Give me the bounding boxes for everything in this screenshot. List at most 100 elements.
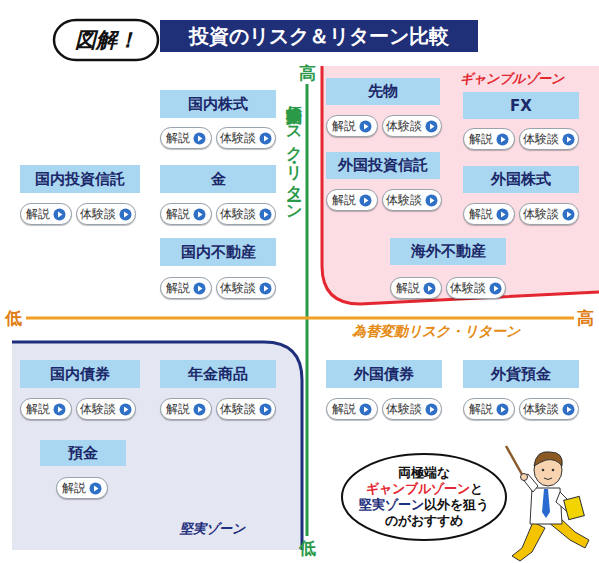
zone-fill (322, 66, 599, 304)
link-button: 解説 (463, 203, 515, 225)
button-text: 解説 (469, 206, 493, 223)
link-button: 体験談 (216, 277, 276, 299)
asset-name: 国内投資信託 (35, 170, 125, 189)
button-text: 解説 (469, 401, 493, 418)
arrow-head (494, 285, 499, 291)
zone-label: 堅実ゾーン (180, 520, 245, 538)
asset-name: 国内不動産 (181, 243, 256, 262)
shirt (530, 488, 562, 524)
arrow-icon (193, 403, 206, 416)
arrow-circle (90, 482, 102, 494)
link-button: 解説 (463, 398, 515, 420)
arrow-head (264, 406, 269, 412)
arrow-icon (259, 132, 272, 145)
arrow-circle (260, 132, 272, 144)
arrow-head (501, 136, 506, 142)
arrow-circle (563, 208, 575, 220)
asset-box: 金 (160, 165, 276, 193)
asset-name: 外貨預金 (491, 365, 551, 384)
link-button: 解説 (463, 128, 515, 150)
arrow-icon (496, 403, 509, 416)
arrow-icon (359, 403, 372, 416)
arrow-circle (426, 194, 438, 206)
asset-name: 外国株式 (491, 170, 551, 189)
pointer-stick (506, 446, 524, 478)
horizontal-axis (26, 317, 574, 320)
link-button: 体験談 (382, 398, 442, 420)
asset-box: 先物 (326, 78, 440, 105)
arrow-head (264, 285, 269, 291)
axis-label: 為替変動リスク・リターン (352, 323, 520, 341)
asset-name: 預金 (68, 444, 98, 463)
zone-border (12, 342, 302, 550)
arrow-head (124, 211, 129, 217)
button-text: 解説 (332, 401, 356, 418)
link-button: 解説 (160, 203, 212, 225)
arrow-head (430, 123, 435, 129)
arrow-head (501, 211, 506, 217)
zone-border (322, 66, 599, 304)
arrow-head (567, 211, 572, 217)
eye (542, 469, 545, 472)
arrow-circle (260, 282, 272, 294)
link-button: 解説 (160, 398, 212, 420)
axis-label: 低 (299, 537, 316, 560)
link-button: 体験談 (382, 189, 442, 211)
link-button: 解説 (326, 189, 378, 211)
vertical-axis (306, 84, 309, 536)
arrow-icon (89, 482, 102, 495)
arrow-head (567, 406, 572, 412)
button-text: 解説 (332, 192, 356, 209)
arrow-icon (496, 208, 509, 221)
arrow-circle (497, 208, 509, 220)
arrow-icon (425, 194, 438, 207)
arrow-circle (360, 120, 372, 132)
axis-label: 高 (299, 62, 316, 85)
axis-label: 低 (5, 307, 22, 330)
asset-name: 国内債券 (50, 365, 110, 384)
axis-label: 価格変動リスク・リターン (283, 92, 304, 212)
asset-name: 海外不動産 (411, 242, 486, 261)
arrow-circle (497, 133, 509, 145)
bubble-holder: 両極端な ギャンブルゾーンと 堅実ゾーン以外を狙う のがおすすめ (340, 452, 508, 542)
arrow-head (198, 135, 203, 141)
arm (556, 492, 576, 514)
button-text: 体験談 (80, 401, 116, 418)
arrow-icon (193, 132, 206, 145)
link-button: 体験談 (519, 203, 579, 225)
arrow-head (567, 136, 572, 142)
button-text: 解説 (166, 130, 190, 147)
link-button: 体験談 (446, 277, 506, 299)
leg (512, 522, 545, 561)
arrow-head (364, 406, 369, 412)
bubble-outline (342, 454, 506, 540)
arrow-head (198, 285, 203, 291)
asset-name: 年金商品 (188, 365, 248, 384)
arrow-circle (54, 208, 66, 220)
button-text: 解説 (26, 401, 50, 418)
callout-bubble: 両極端な ギャンブルゾーンと 堅実ゾーン以外を狙う のがおすすめ (340, 452, 508, 542)
arrow-icon (562, 403, 575, 416)
button-text: 体験談 (386, 401, 422, 418)
arrow-head (58, 211, 63, 217)
heading-text: 図解！ (52, 18, 160, 62)
callout-text: 両極端な ギャンブルゾーンと 堅実ゾーン以外を狙う のがおすすめ (349, 465, 499, 529)
asset-box: 外国株式 (463, 166, 579, 193)
arrow-icon (489, 282, 502, 295)
arrow-circle (360, 403, 372, 415)
text-run: 両極端な (398, 465, 450, 480)
arrow-icon (423, 282, 436, 295)
arrow-circle (497, 403, 509, 415)
arrow-circle (490, 282, 502, 294)
asset-box: 外貨預金 (463, 360, 579, 388)
arrow-icon (259, 282, 272, 295)
arrow-circle (563, 133, 575, 145)
button-text: 体験談 (523, 401, 559, 418)
asset-box: 年金商品 (160, 360, 276, 388)
heading-oval: 図解！ (52, 18, 160, 62)
asset-box: 海外不動産 (390, 238, 506, 265)
button-text: 体験談 (450, 280, 486, 297)
arrow-circle (360, 194, 372, 206)
button-text: 体験談 (220, 280, 256, 297)
